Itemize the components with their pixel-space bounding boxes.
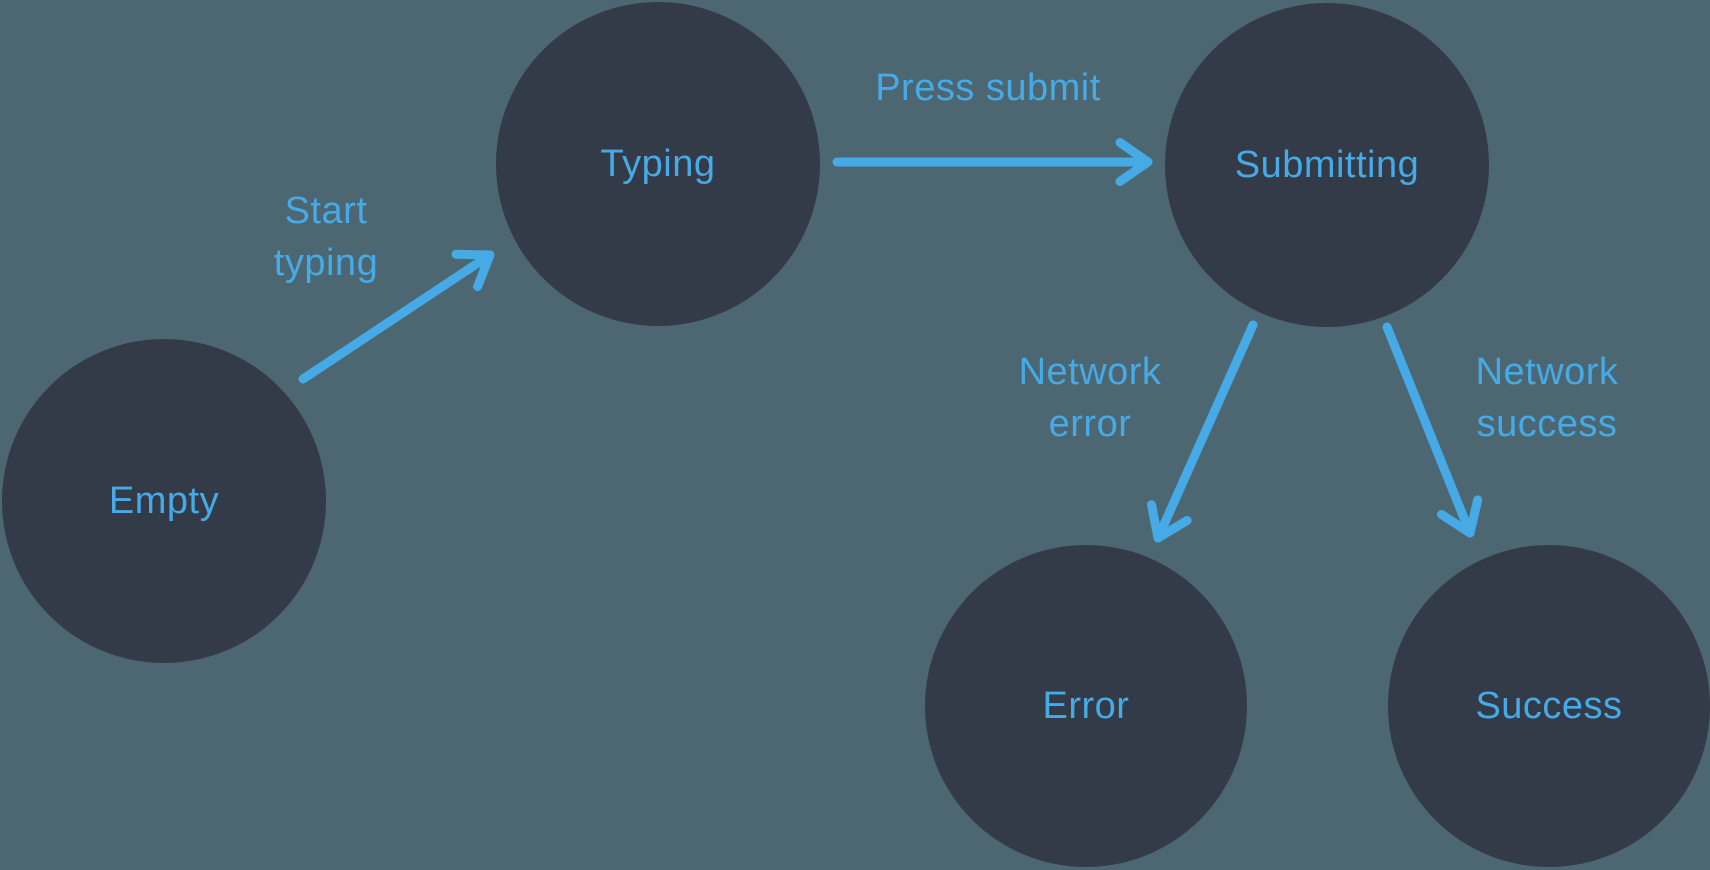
node-success: Success [1388,545,1710,867]
node-error-label: Error [1042,684,1130,727]
edge-label-start-typing: Start typing [274,185,378,289]
edge-label-network-error-line-1: Network [1018,351,1162,393]
node-empty: Empty [2,339,326,663]
node-typing: Typing [496,2,820,326]
edge-label-network-error-line-2: error [1048,403,1132,445]
node-success-label: Success [1475,684,1623,727]
edge-label-press-submit: Press submit [875,62,1101,114]
edge-submitting-to-error-arrow [1147,320,1258,543]
edge-label-network-success: Network success [1476,346,1619,450]
edge-label-press-submit-line-1: Press submit [875,67,1101,109]
edge-label-network-error: Network error [1019,346,1162,450]
edge-label-start-typing-line-2: typing [273,242,379,284]
node-empty-label: Empty [108,479,220,522]
edge-label-start-typing-line-1: Start [284,190,368,232]
node-error: Error [925,545,1247,867]
edge-typing-to-submitting-arrow [832,138,1153,186]
edge-submitting-to-success-arrow [1382,322,1483,538]
edge-label-network-success-line-1: Network [1475,351,1619,393]
edge-label-network-success-line-2: success [1476,403,1618,445]
node-submitting-label: Submitting [1234,143,1420,186]
node-submitting: Submitting [1165,3,1489,327]
node-typing-label: Typing [600,142,716,185]
